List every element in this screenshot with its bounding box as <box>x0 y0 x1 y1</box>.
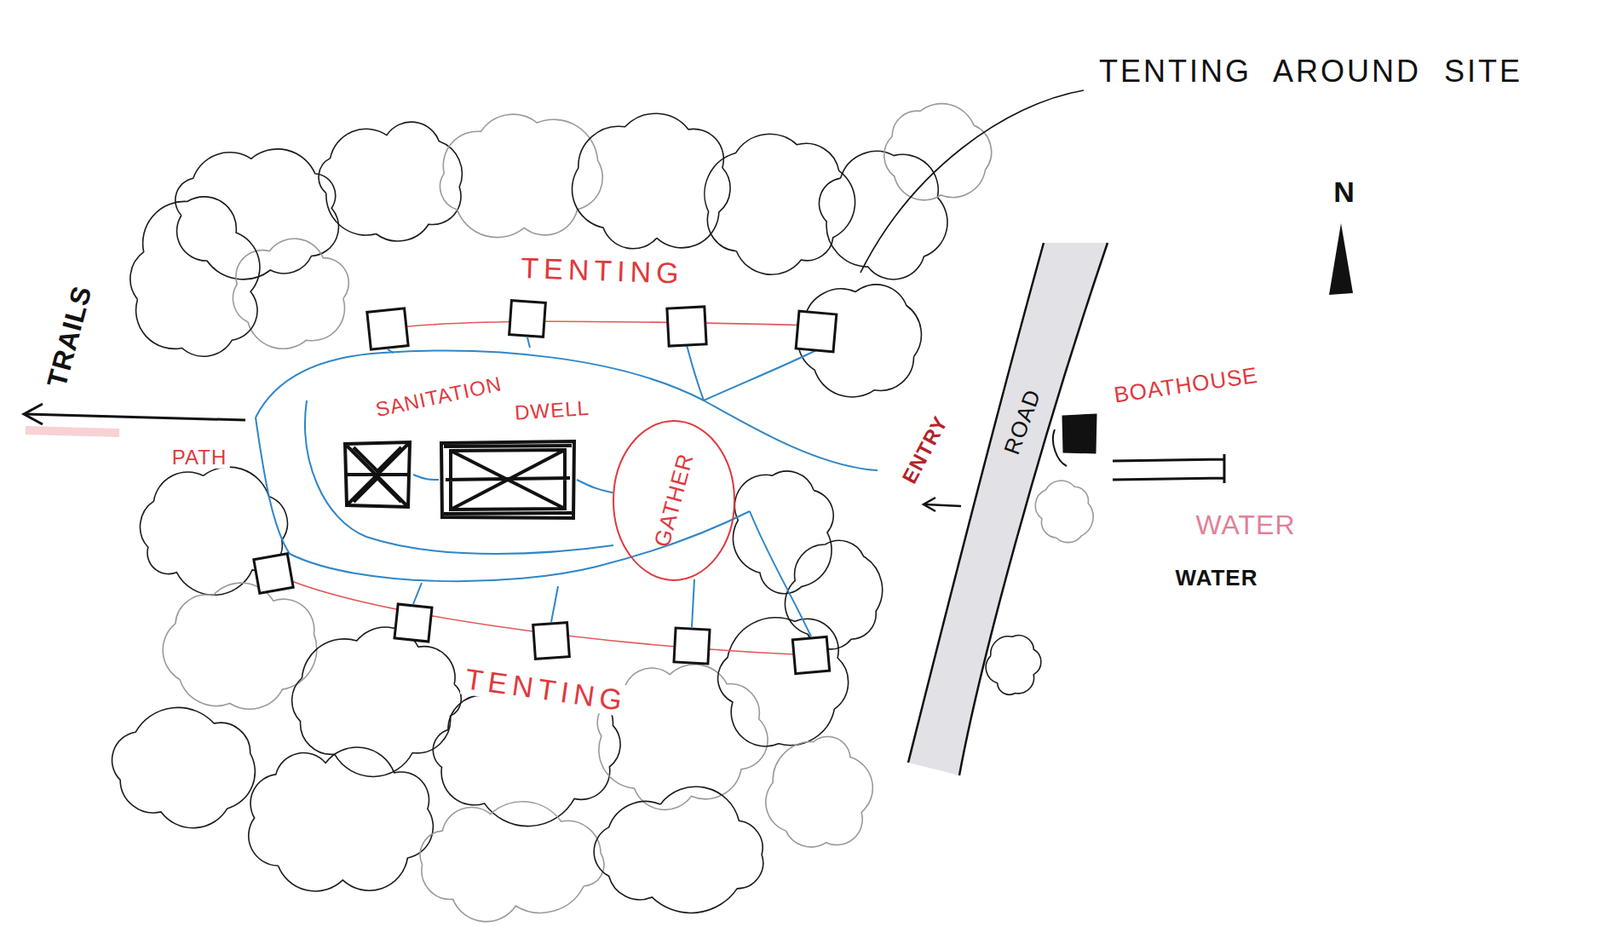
path-connector <box>576 479 613 493</box>
node-outline <box>438 438 577 521</box>
entry-label: ENTRY <box>896 409 954 491</box>
entry-arrowhead <box>923 497 936 512</box>
leader-line <box>860 90 1084 273</box>
tree-cloud <box>420 801 605 922</box>
arrows <box>23 90 1353 512</box>
dwelling-building: DWELL <box>438 438 577 521</box>
zone-label: TENTING <box>460 662 633 719</box>
water-label: WATER <box>1175 565 1259 591</box>
tree-cloud <box>248 747 434 892</box>
plan-title: TENTING AROUND SITE <box>1099 54 1523 89</box>
tree-cloud <box>130 196 260 357</box>
node-outline <box>1061 413 1098 455</box>
zone-label: TENTING <box>517 252 688 290</box>
path-connector <box>413 474 439 480</box>
path-label: PATH <box>168 446 231 469</box>
boathouse-building: BOATHOUSE <box>1061 413 1098 455</box>
tree-cloud <box>232 238 349 349</box>
foot-path <box>749 511 812 637</box>
tree-cloud <box>440 114 604 237</box>
sanitation-outline <box>345 442 410 507</box>
tent-square <box>673 627 710 664</box>
tent-lines <box>273 321 817 656</box>
tree-cloud <box>175 149 340 280</box>
boathouse-scribble <box>1053 429 1067 467</box>
foot-path <box>387 349 394 353</box>
trail-arrowhead <box>23 403 43 425</box>
tent-square <box>367 308 409 350</box>
tree-cloud <box>784 540 882 649</box>
paths <box>255 337 878 637</box>
tent-square <box>792 636 829 674</box>
road-edge <box>959 242 1108 776</box>
node-label: SANITATION <box>371 372 507 422</box>
node-label: GATHER <box>650 450 699 550</box>
entry-arrow <box>925 504 962 507</box>
tents <box>253 300 837 674</box>
node-label: DWELL <box>511 397 593 426</box>
road <box>908 242 1108 776</box>
foot-path <box>686 345 704 401</box>
dock-outline <box>1112 454 1225 484</box>
road-surface <box>908 242 1108 776</box>
north-arrow <box>1329 223 1353 295</box>
tree-cloud <box>593 786 763 913</box>
tree-canopy <box>111 103 1094 922</box>
water-label: WATER <box>1196 510 1296 541</box>
tree-cloud <box>292 627 462 777</box>
highlight-smear <box>25 430 120 433</box>
tree-cloud <box>884 103 992 201</box>
gather-circle: GATHER <box>612 420 736 582</box>
tree-cloud <box>765 736 874 847</box>
tent-square <box>509 300 547 338</box>
boathouse-outline <box>1063 414 1096 453</box>
dock <box>1112 454 1225 484</box>
gather-ring <box>613 420 735 581</box>
foot-path <box>527 337 530 348</box>
tree-cloud <box>704 133 856 275</box>
tent-square <box>253 553 294 593</box>
tent-row-line <box>387 321 817 329</box>
foot-path <box>413 579 695 628</box>
dwelling-outline <box>441 441 575 518</box>
trail-arrow <box>25 414 246 421</box>
tree-cloud <box>718 617 849 747</box>
sanitation-building: SANITATION <box>341 438 414 511</box>
tent-square <box>394 604 432 642</box>
foot-path <box>255 417 750 582</box>
tree-cloud <box>818 151 948 280</box>
road-edge <box>908 242 1044 763</box>
tree-cloud <box>985 635 1042 696</box>
tent-square <box>533 622 570 660</box>
node-label: BOATHOUSE <box>1110 362 1263 409</box>
tent-square <box>667 306 707 346</box>
tree-cloud <box>1035 480 1094 543</box>
foot-path <box>305 400 614 554</box>
trail-label: TRAILS <box>40 279 99 394</box>
node-outline <box>341 438 414 511</box>
tree-cloud <box>111 707 255 828</box>
tree-cloud <box>732 471 834 594</box>
foot-path <box>703 350 817 401</box>
tent-square <box>795 310 837 352</box>
north-label: N <box>1333 176 1356 208</box>
